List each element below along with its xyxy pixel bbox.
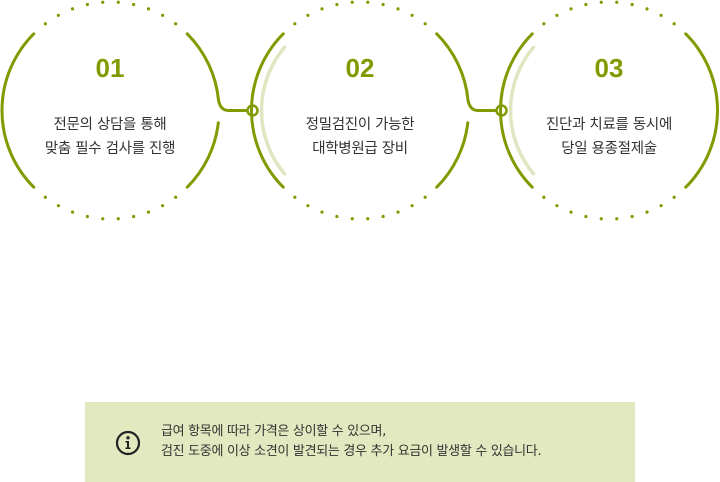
- dot: [85, 214, 89, 219]
- dot: [366, 217, 370, 221]
- dot: [659, 13, 663, 17]
- dot: [569, 210, 573, 214]
- dot: [293, 22, 297, 26]
- dot: [615, 217, 619, 221]
- dot: [174, 22, 178, 26]
- dot: [366, 0, 370, 4]
- step-line: 전문의 상담을 통해: [53, 117, 167, 133]
- info-icon: [115, 430, 141, 456]
- notice-line: 검진 도중에 이상 소견이 발견되는 경우 추가 요금이 발생할 수 있습니다.: [161, 444, 542, 459]
- step-number: 03: [594, 53, 624, 83]
- circle-left-arc: [499, 32, 534, 189]
- dot: [101, 217, 105, 221]
- dot: [542, 22, 546, 26]
- dot: [396, 210, 400, 214]
- dot: [56, 204, 60, 208]
- step-line: 진단과 치료를 동시에: [546, 117, 672, 133]
- dot: [423, 195, 427, 199]
- dot: [542, 195, 546, 199]
- circle-right-arc: [684, 32, 719, 189]
- dot: [320, 210, 324, 214]
- dot: [306, 204, 310, 208]
- dot: [306, 13, 310, 17]
- circle-right-arc: [185, 32, 220, 102]
- dot: [555, 13, 559, 17]
- step-line: 정밀검진이 가능한: [305, 117, 415, 133]
- dot: [43, 195, 47, 199]
- step-number: 02: [345, 53, 375, 83]
- dot: [555, 204, 559, 208]
- dot: [146, 210, 151, 214]
- step-1: 01 전문의 상담을 통해 맞춤 필수 검사를 진행: [0, 0, 220, 220]
- step-description: 전문의 상담을 통해 맞춤 필수 검사를 진행: [0, 113, 220, 161]
- dot: [569, 7, 573, 11]
- dot: [645, 210, 649, 214]
- dot: [320, 7, 324, 11]
- dot: [146, 7, 151, 11]
- circle-left-arc: [250, 32, 285, 189]
- inner-decor-arc: [508, 45, 536, 176]
- dot: [174, 195, 178, 199]
- dot: [70, 7, 75, 11]
- connector-line: [466, 99, 497, 112]
- dot: [161, 13, 165, 17]
- step-3: 03 진단과 치료를 동시에 당일 용종절제술: [499, 0, 719, 220]
- connector-line: [217, 99, 248, 112]
- dot: [584, 2, 588, 7]
- dot: [410, 204, 414, 208]
- step-line: 대학병원급 장비: [312, 141, 408, 157]
- dot: [350, 0, 354, 4]
- dot: [396, 7, 400, 11]
- dot: [335, 2, 339, 7]
- dot: [599, 0, 603, 4]
- dot: [645, 7, 649, 11]
- dot: [85, 2, 89, 7]
- circle-right-arc: [185, 121, 220, 189]
- inner-decor-arc: [259, 45, 287, 176]
- dot: [132, 2, 136, 7]
- dot: [615, 0, 619, 4]
- dot: [584, 214, 588, 219]
- dot: [116, 217, 120, 221]
- process-diagram: [0, 0, 719, 221]
- dot: [293, 195, 297, 199]
- dot: [70, 210, 75, 214]
- dot: [381, 214, 385, 219]
- step-2: 02 정밀검진이 가능한 대학병원급 장비: [250, 0, 470, 220]
- dot: [381, 2, 385, 7]
- dot: [672, 22, 676, 26]
- dot: [659, 204, 663, 208]
- dot: [630, 2, 634, 7]
- dot: [101, 0, 105, 4]
- step-line: 당일 용종절제술: [561, 141, 657, 157]
- dot: [116, 0, 120, 4]
- dot: [132, 214, 136, 219]
- dot: [335, 214, 339, 219]
- dot: [350, 217, 354, 221]
- dot: [599, 217, 603, 221]
- dot: [410, 13, 414, 17]
- dot: [630, 214, 634, 219]
- notice-text: 급여 항목에 따라 가격은 상이할 수 있으며, 검진 도중에 이상 소견이 발…: [161, 422, 542, 462]
- dot: [56, 13, 60, 17]
- circle-right-arc: [435, 32, 470, 102]
- circle-left-arc: [0, 32, 36, 189]
- dot: [672, 195, 676, 199]
- step-description: 진단과 치료를 동시에 당일 용종절제술: [499, 113, 719, 161]
- dot: [423, 22, 427, 26]
- circle-right-arc: [435, 121, 470, 189]
- step-description: 정밀검진이 가능한 대학병원급 장비: [250, 113, 470, 161]
- dot: [161, 204, 165, 208]
- notice-box: 급여 항목에 따라 가격은 상이할 수 있으며, 검진 도중에 이상 소견이 발…: [85, 402, 635, 482]
- notice-line: 급여 항목에 따라 가격은 상이할 수 있으며,: [161, 424, 387, 439]
- dot: [43, 22, 47, 26]
- step-line: 맞춤 필수 검사를 진행: [44, 141, 176, 157]
- step-number: 01: [95, 53, 125, 83]
